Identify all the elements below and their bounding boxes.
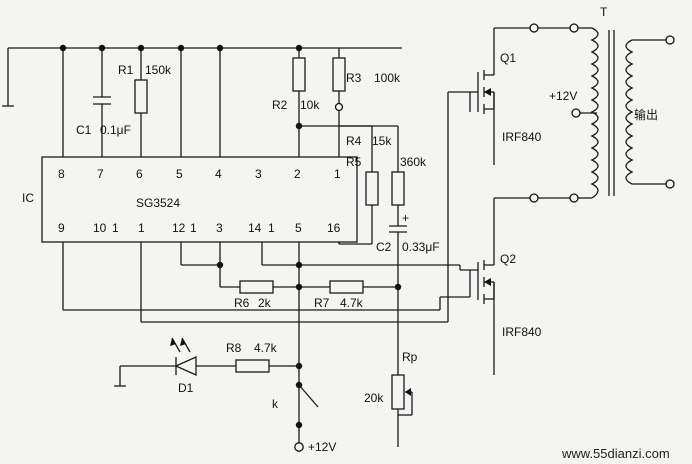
r3-ref: R3 <box>346 71 362 85</box>
pin-5-label: 5 <box>176 167 183 181</box>
rp-value: 20k <box>364 391 384 405</box>
pin-12b-label: 1 <box>190 221 197 235</box>
q1-ref: Q1 <box>500 51 516 65</box>
pin-14b-label: 1 <box>268 221 275 235</box>
top-pin-wiring <box>59 44 346 157</box>
top-rail <box>2 47 402 107</box>
q2-part: IRF840 <box>502 325 542 339</box>
c2-value: 0.33μF <box>402 240 440 254</box>
ic-sg3524: IC SG3524 8 7 6 5 4 3 2 1 9 10 1 1 12 1 … <box>22 156 358 243</box>
d1-ref: D1 <box>178 381 194 395</box>
k-ref: k <box>272 397 279 411</box>
r1-value: 150k <box>145 63 172 77</box>
pin-14-label: 14 <box>248 221 262 235</box>
watermark: www.55dianzi.com <box>561 446 670 461</box>
r7-ref: R7 <box>314 296 330 310</box>
supply-label: +12V <box>308 440 336 454</box>
r6-value: 2k <box>258 296 272 310</box>
pin-7-label: 7 <box>97 167 104 181</box>
pin-1-label: 1 <box>334 167 341 181</box>
pin-13-label: 3 <box>216 221 223 235</box>
r4-value: 15k <box>372 134 392 148</box>
c2-plus: + <box>402 211 409 225</box>
rp-ref: Rp <box>402 350 418 364</box>
ic-ref-label: IC <box>22 191 34 205</box>
pin-10-label: 10 <box>93 221 107 235</box>
timing-network <box>338 125 407 291</box>
rp-potentiometer <box>391 287 413 447</box>
switch-k <box>294 384 319 452</box>
c2-ref: C2 <box>376 240 392 254</box>
r8-ref: R8 <box>226 341 242 355</box>
r5-ref: R5 <box>346 155 362 169</box>
pin-2-label: 2 <box>294 167 301 181</box>
mosfet-q2 <box>460 197 574 375</box>
c1-value: 0.1μF <box>100 123 131 137</box>
r7-value: 4.7k <box>340 296 364 310</box>
pin-16-label: 16 <box>327 221 341 235</box>
t-ref: T <box>600 5 608 19</box>
pin-6-label: 6 <box>136 167 143 181</box>
ic-part-label: SG3524 <box>136 196 180 210</box>
r1-ref: R1 <box>118 63 134 77</box>
r4-ref: R4 <box>346 134 362 148</box>
r3-value: 100k <box>374 71 401 85</box>
pin-12-label: 12 <box>172 221 186 235</box>
pin-9-label: 9 <box>58 221 65 235</box>
c1-ref: C1 <box>76 123 92 137</box>
pin-8-label: 8 <box>58 167 65 181</box>
t-supply: +12V <box>549 89 577 103</box>
led-indicator <box>114 337 299 387</box>
r2-ref: R2 <box>272 98 288 112</box>
pin-4-label: 4 <box>215 167 222 181</box>
transformer-t <box>529 23 675 203</box>
pin-10b-label: 1 <box>112 221 119 235</box>
r6-ref: R6 <box>234 296 250 310</box>
pin-15-label: 5 <box>295 221 302 235</box>
r2-value: 10k <box>300 98 320 112</box>
r5-value: 360k <box>400 155 427 169</box>
t-output-label: 输出 <box>634 107 658 122</box>
pin-11-label: 1 <box>138 221 145 235</box>
q1-part: IRF840 <box>502 130 542 144</box>
q2-ref: Q2 <box>500 252 516 266</box>
r8-value: 4.7k <box>254 341 278 355</box>
pin-3-label: 3 <box>255 167 262 181</box>
